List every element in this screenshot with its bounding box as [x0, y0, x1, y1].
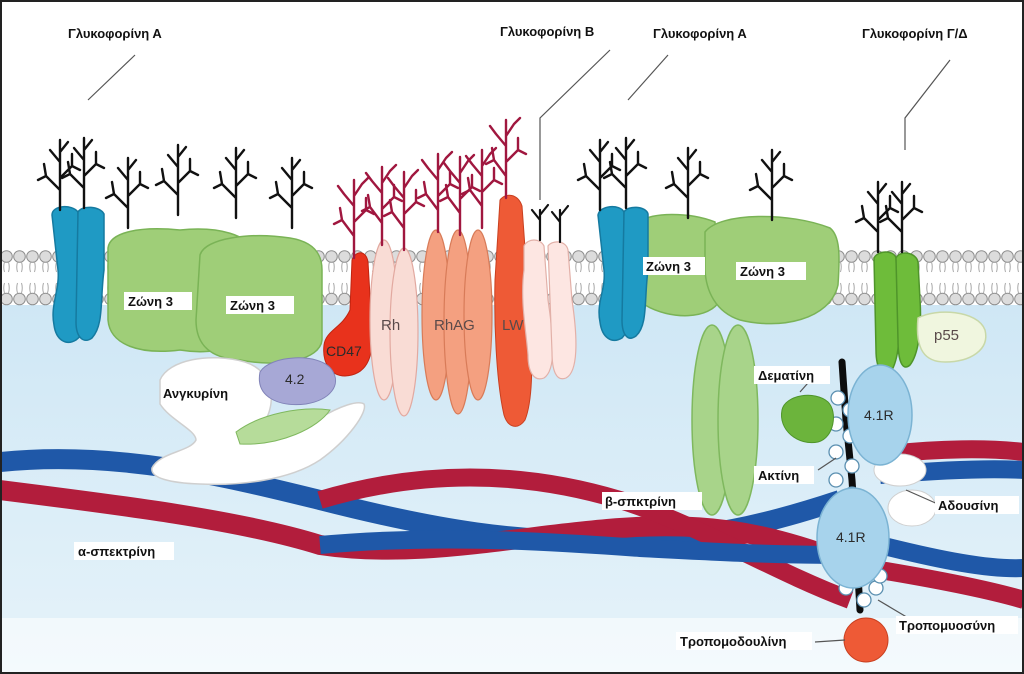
rh-protein [369, 239, 419, 417]
label-rh: Rh [381, 317, 400, 334]
glycophorin-b [522, 239, 577, 380]
protein-4-1r-top-shape [847, 364, 913, 466]
glycophorin-a-right [597, 206, 649, 342]
leader-lines [87, 49, 951, 643]
label-lw: LW [502, 317, 524, 334]
label-rhag: RhAG [434, 317, 475, 334]
label-tropomyosin: Τροπομυοσύνη [899, 618, 995, 633]
label-4-1r-top: 4.1R [864, 407, 894, 423]
label-glycophorin-a-right: Γλυκοφορίνη Α [653, 26, 747, 41]
label-dematin: Δεματίνη [758, 368, 814, 383]
beta-spectrin-chain [691, 324, 759, 516]
label-glycophorin-a-left: Γλυκοφορίνη Α [68, 26, 162, 41]
protein-4-2 [258, 357, 337, 406]
spectrin-red-right-lower [878, 561, 1024, 609]
label-adducin: Αδουσίνη [938, 498, 999, 513]
p55-protein [916, 311, 987, 363]
actin-junction [781, 358, 937, 663]
label-cd47: CD47 [326, 343, 362, 359]
label-glycophorin-b: Γλυκοφορίνη Β [500, 24, 594, 39]
dematin-protein [781, 394, 834, 444]
label-4-1r-bottom: 4.1R [836, 529, 866, 545]
glycophorin-cd [873, 251, 922, 375]
spectrin-blue-strand-bottom [319, 530, 851, 564]
label-beta-spectrin: β-σπκτρίνη [605, 494, 676, 509]
label-band3-3: Ζώνη 3 [646, 259, 691, 274]
label-band3-4: Ζώνη 3 [740, 264, 785, 279]
ankyrin-protein [151, 356, 366, 486]
label-alpha-spectrin: α-σπεκτρίνη [78, 544, 155, 559]
rhag-protein [421, 229, 493, 415]
label-protein-4-2: 4.2 [285, 371, 305, 387]
glycophorin-a-left [51, 206, 105, 344]
label-actin: Ακτίνη [758, 468, 799, 483]
label-band3-1: Ζώνη 3 [128, 294, 173, 309]
tropomodulin-protein [843, 617, 889, 663]
label-glycophorin-cd: Γλυκοφορίνη Γ/Δ [862, 26, 968, 41]
label-ankyrin: Ανγκυρίνη [163, 386, 228, 401]
cd47-protein [323, 252, 373, 377]
text-labels: Γλυκοφορίνη Α Γλυκοφορίνη Β Γλυκοφορίνη … [68, 24, 1019, 650]
label-band3-2: Ζώνη 3 [230, 298, 275, 313]
label-p55: p55 [934, 327, 959, 344]
lw-protein [494, 194, 533, 427]
glycans-black [36, 136, 924, 254]
label-tropomodulin: Τροπομοδουλίνη [680, 634, 786, 649]
spectrin-blue-right-lower [877, 536, 1024, 578]
protein-4-1r-bottom-shape [816, 487, 890, 589]
